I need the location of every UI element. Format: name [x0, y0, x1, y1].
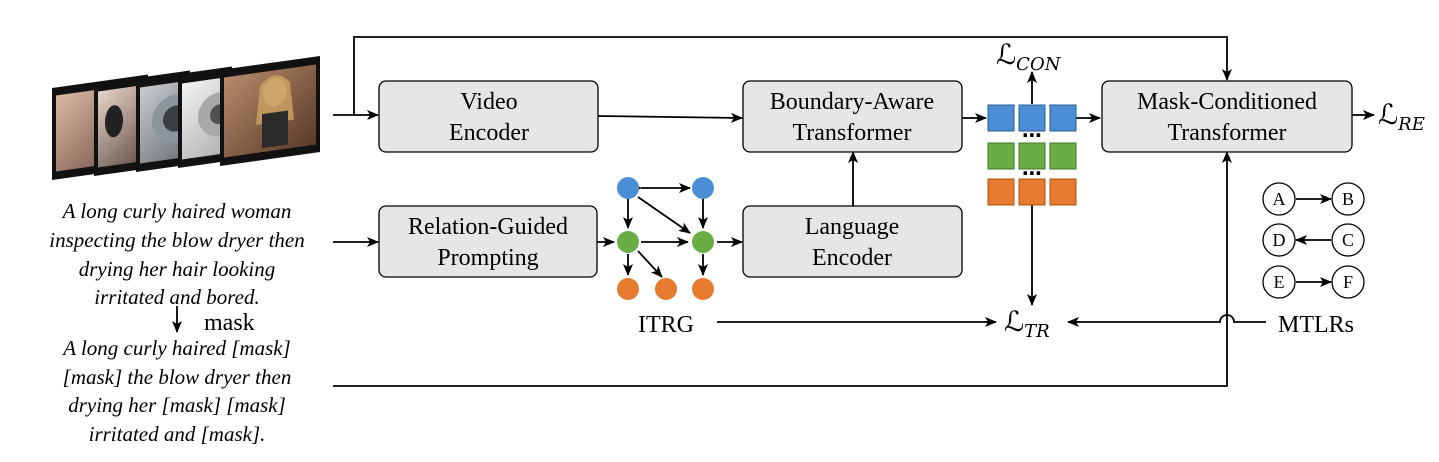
graph-node-green [617, 231, 639, 253]
graph-node-orange [617, 278, 639, 300]
relation-node-label: A [1273, 189, 1286, 209]
graph-edge [637, 250, 663, 278]
caption-line: drying her [mask] [mask] [68, 393, 286, 417]
mtlr-examples: A B D C E F [1262, 182, 1365, 299]
mct-label-line2: Transformer [1167, 120, 1286, 146]
graph-node-orange [655, 278, 677, 300]
caption-line: A long curly haired woman [61, 199, 292, 223]
boundary-aware-transformer-box: Boundary-Aware Transformer [742, 80, 963, 153]
bat-label-line1: Boundary-Aware [770, 89, 934, 115]
rgp-label-line2: Prompting [437, 245, 538, 271]
loss-con: ℒCON [996, 38, 1062, 75]
token-orange [1018, 178, 1046, 206]
graph-node-orange [692, 278, 714, 300]
relation-node-label: F [1343, 272, 1353, 292]
graph-edge [637, 196, 691, 234]
caption-line: [mask] the blow dryer then [63, 365, 292, 389]
mtlrs-to-ltr-arrow [1067, 314, 1266, 327]
token-orange [987, 178, 1015, 206]
token-green [1018, 142, 1046, 170]
loss-re-symbol: ℒ [1378, 98, 1398, 131]
itrg-label: ITRG [638, 312, 694, 338]
relation-node-label: E [1274, 272, 1285, 292]
relation-guided-prompting-box: Relation-Guided Prompting [378, 205, 598, 278]
relation-node [1262, 265, 1296, 299]
mask-conditioned-transformer-box: Mask-Conditioned Transformer [1101, 80, 1353, 153]
language-encoder-label-line2: Encoder [812, 245, 892, 271]
relation-node [1331, 265, 1365, 299]
bat-label-line2: Transformer [792, 120, 911, 146]
svg-text:ℒRE: ℒRE [1378, 98, 1425, 135]
caption-line: inspecting the blow dryer then [49, 228, 304, 252]
relation-node [1331, 182, 1365, 216]
caption-line: irritated and [mask]. [89, 422, 266, 446]
language-encoder-label-line1: Language [805, 214, 900, 240]
mtlrs-label: MTLRs [1278, 312, 1354, 338]
token-orange [1049, 178, 1077, 206]
loss-con-subscript: CON [1016, 54, 1062, 75]
video-frame-stack-icon [52, 55, 320, 180]
token-grid: ⋯ ⋯ [987, 104, 1077, 206]
video-encoder-to-bat-arrow [597, 112, 743, 123]
token-green [1049, 142, 1077, 170]
ellipsis-dots: ⋯ [1022, 123, 1042, 147]
caption-line: A long curly haired [mask] [61, 336, 290, 360]
video-encoder-label-line1: Video [460, 89, 517, 115]
caption-line: drying her hair looking [79, 257, 276, 281]
loss-tr: ℒTR [1004, 305, 1050, 342]
token-blue [1049, 104, 1077, 132]
loss-re: ℒRE [1378, 98, 1425, 135]
loss-tr-symbol: ℒ [1004, 305, 1024, 338]
masked-caption-to-mct-arrow [333, 151, 1232, 387]
original-caption: A long curly haired woman inspecting the… [49, 199, 304, 309]
relation-node-label: D [1273, 230, 1286, 250]
relation-node-label: C [1342, 230, 1354, 250]
relation-node [1331, 223, 1365, 257]
token-green [987, 142, 1015, 170]
loss-re-subscript: RE [1397, 114, 1425, 135]
rgp-label-line1: Relation-Guided [408, 214, 568, 240]
video-encoder-box: Video Encoder [378, 80, 599, 153]
loss-con-symbol: ℒ [996, 38, 1016, 71]
mask-label: mask [204, 310, 255, 336]
svg-text:ℒTR: ℒTR [1004, 305, 1050, 342]
svg-text:ℒCON: ℒCON [996, 38, 1062, 75]
masked-caption: A long curly haired [mask] [mask] the bl… [61, 336, 291, 446]
token-blue [987, 104, 1015, 132]
graph-node-green [692, 231, 714, 253]
token-blue [1018, 104, 1046, 132]
mct-label-line1: Mask-Conditioned [1137, 89, 1317, 115]
graph-node-blue [692, 177, 714, 199]
caption-line: irritated and bored. [94, 285, 259, 309]
graph-node-blue [617, 177, 639, 199]
relation-node [1262, 182, 1296, 216]
relation-node [1262, 223, 1296, 257]
video-encoder-label-line2: Encoder [449, 120, 529, 146]
relation-node-label: B [1342, 189, 1354, 209]
loss-tr-subscript: TR [1024, 321, 1050, 342]
video-skip-connection [353, 36, 1232, 115]
itrg-graph [617, 177, 714, 300]
language-encoder-box: Language Encoder [742, 205, 963, 278]
